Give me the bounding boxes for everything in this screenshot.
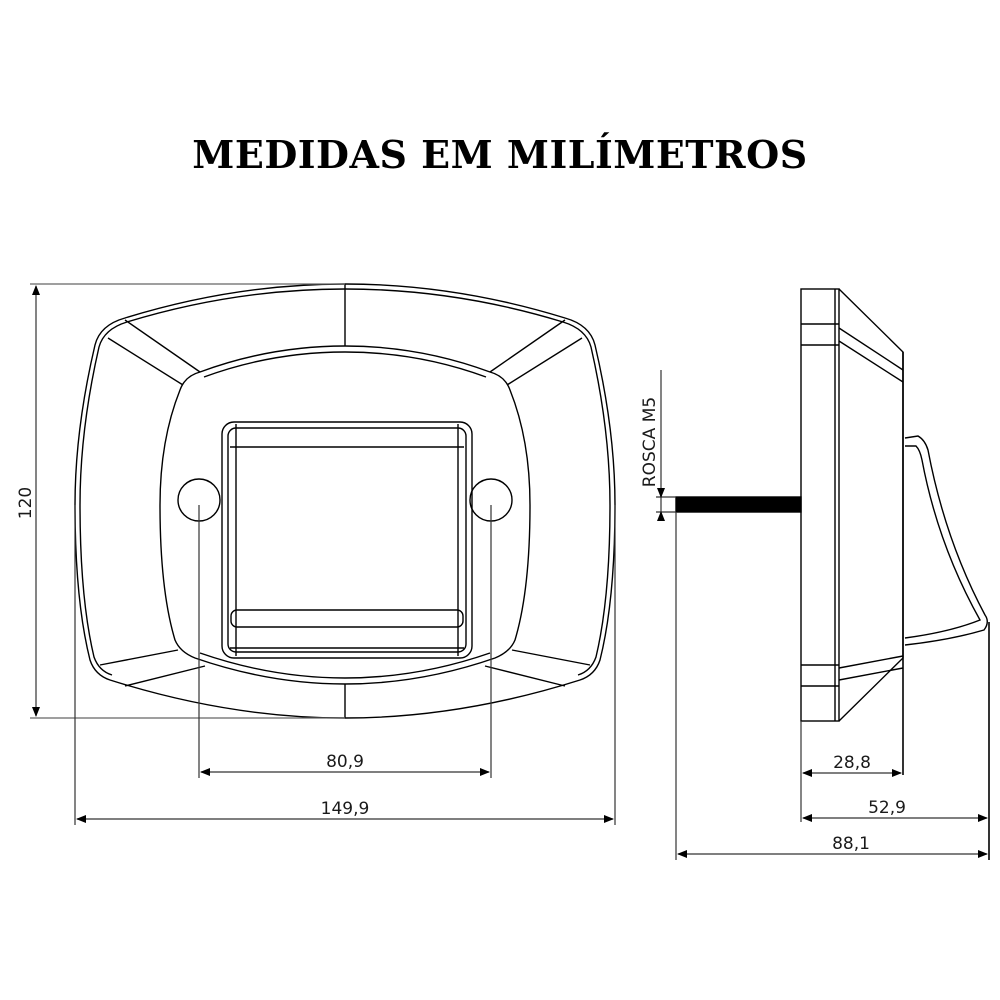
- screw-thread: [675, 496, 802, 513]
- front-view: [74, 283, 616, 719]
- width-dimension-label: 149,9: [321, 799, 370, 819]
- side-view: [675, 288, 990, 860]
- inner-frame-outline: [159, 345, 531, 685]
- body-side: [838, 288, 904, 722]
- height-dimension-label: 120: [16, 487, 36, 519]
- total-depth-dimension-label: 52,9: [868, 798, 906, 818]
- cable: [904, 435, 988, 646]
- faceplate-side: [800, 288, 840, 722]
- front-dimensions: [30, 283, 616, 825]
- page-title: MEDIDAS EM MILÍMETROS: [192, 132, 808, 177]
- display-window: [221, 421, 473, 659]
- depth-with-screw-dimension-label: 88,1: [832, 834, 870, 854]
- outer-body-outline: [74, 283, 616, 719]
- hole-spacing-dimension-label: 80,9: [326, 752, 364, 772]
- side-dimensions: [656, 370, 988, 860]
- thread-label: ROSCA M5: [640, 397, 660, 487]
- body-depth-dimension-label: 28,8: [833, 753, 871, 773]
